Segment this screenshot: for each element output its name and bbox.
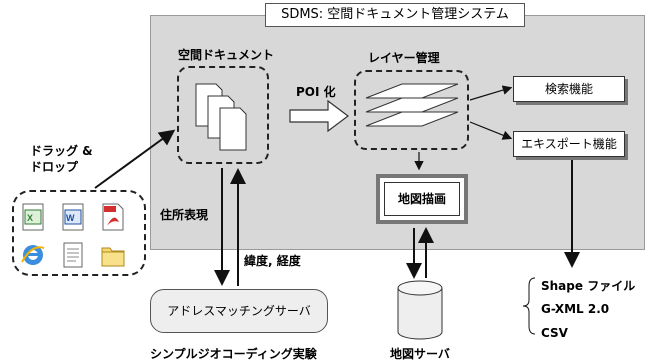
arrow-to-export	[469, 121, 513, 140]
export-format-shape: Shape ファイル	[541, 279, 636, 293]
search-function-box: 検索機能	[513, 76, 625, 102]
map-server-database-icon	[397, 280, 443, 340]
excel-icon: X	[20, 202, 46, 232]
internet-explorer-icon	[20, 240, 46, 270]
layer-mgmt-label: レイヤー管理	[368, 51, 440, 65]
map-draw-label: 地図描画	[384, 182, 460, 216]
layer-planes-icon	[365, 83, 459, 127]
document-stack-icon	[195, 83, 247, 151]
pdf-icon	[100, 202, 126, 232]
folder-icon	[100, 240, 126, 270]
poi-label: POI 化	[296, 85, 336, 99]
drag-drop-arrow	[94, 129, 176, 189]
drag-drop-line2: ドロップ	[30, 160, 79, 174]
address-expression-label: 住所表現	[160, 208, 209, 222]
drag-drop-line1: ドラッグ &	[30, 144, 93, 158]
map-draw-frame: 地図描画	[376, 174, 468, 224]
poi-arrow	[289, 99, 349, 133]
export-format-csv: CSV	[541, 326, 568, 340]
export-format-gxml: G-XML 2.0	[541, 302, 610, 316]
svg-text:X: X	[27, 213, 33, 223]
address-matching-server-box: アドレスマッチングサーバ	[150, 289, 328, 333]
spatial-docs-group	[177, 66, 269, 164]
svg-text:W: W	[66, 213, 75, 223]
text-document-icon	[60, 240, 86, 270]
simple-geocoding-label: シンプルジオコーディング実験	[150, 347, 317, 361]
format-brace	[522, 277, 536, 335]
export-function-box: エキスポート機能	[513, 131, 625, 157]
map-server-label: 地図サーバ	[390, 347, 450, 361]
spatial-docs-label: 空間ドキュメント	[178, 48, 275, 62]
latlon-label: 緯度, 経度	[244, 254, 301, 268]
file-icons-group	[12, 190, 146, 276]
layer-mgmt-group	[354, 70, 469, 150]
system-title: SDMS: 空間ドキュメント管理システム	[265, 3, 525, 27]
arrow-to-search	[469, 85, 513, 101]
word-icon: W	[60, 202, 86, 232]
